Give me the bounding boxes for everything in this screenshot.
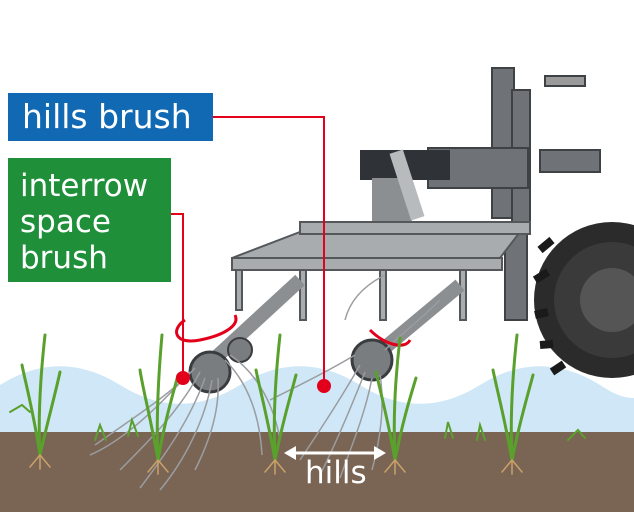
rice-plant — [254, 333, 298, 462]
interrow-label-line2: space — [20, 204, 111, 240]
hills-brush-leader — [213, 116, 325, 385]
tractor-wheel — [532, 222, 634, 378]
plant-roots — [29, 454, 523, 475]
hills-span-arrow — [284, 446, 386, 460]
rice-plant — [138, 333, 180, 462]
rotation-arrow-left — [175, 314, 238, 343]
interrow-label-line3: brush — [20, 240, 108, 276]
leader-lines — [171, 116, 325, 385]
hills-brush-label: hills brush — [8, 93, 213, 141]
rice-plant — [20, 333, 62, 457]
main-frame — [231, 221, 531, 321]
interrow-space-brush-label: interrow space brush — [8, 158, 171, 282]
interrow-brush-marker — [176, 371, 190, 385]
rice-plants — [9, 333, 586, 475]
top-link-assembly — [360, 149, 450, 223]
rice-plant — [374, 336, 418, 462]
hills-label: hills — [305, 455, 367, 491]
interrow-brush-leader — [171, 213, 184, 378]
soil — [0, 432, 634, 512]
rice-plant — [491, 333, 535, 462]
interrow-label-line1: interrow — [20, 168, 149, 204]
hills-brush-marker — [317, 379, 331, 393]
hills-brush-assembly — [269, 274, 465, 479]
rotation-arrow-right — [368, 328, 412, 347]
seedlings — [9, 403, 586, 441]
water-wave — [0, 366, 634, 440]
hitch-tower — [427, 67, 601, 321]
